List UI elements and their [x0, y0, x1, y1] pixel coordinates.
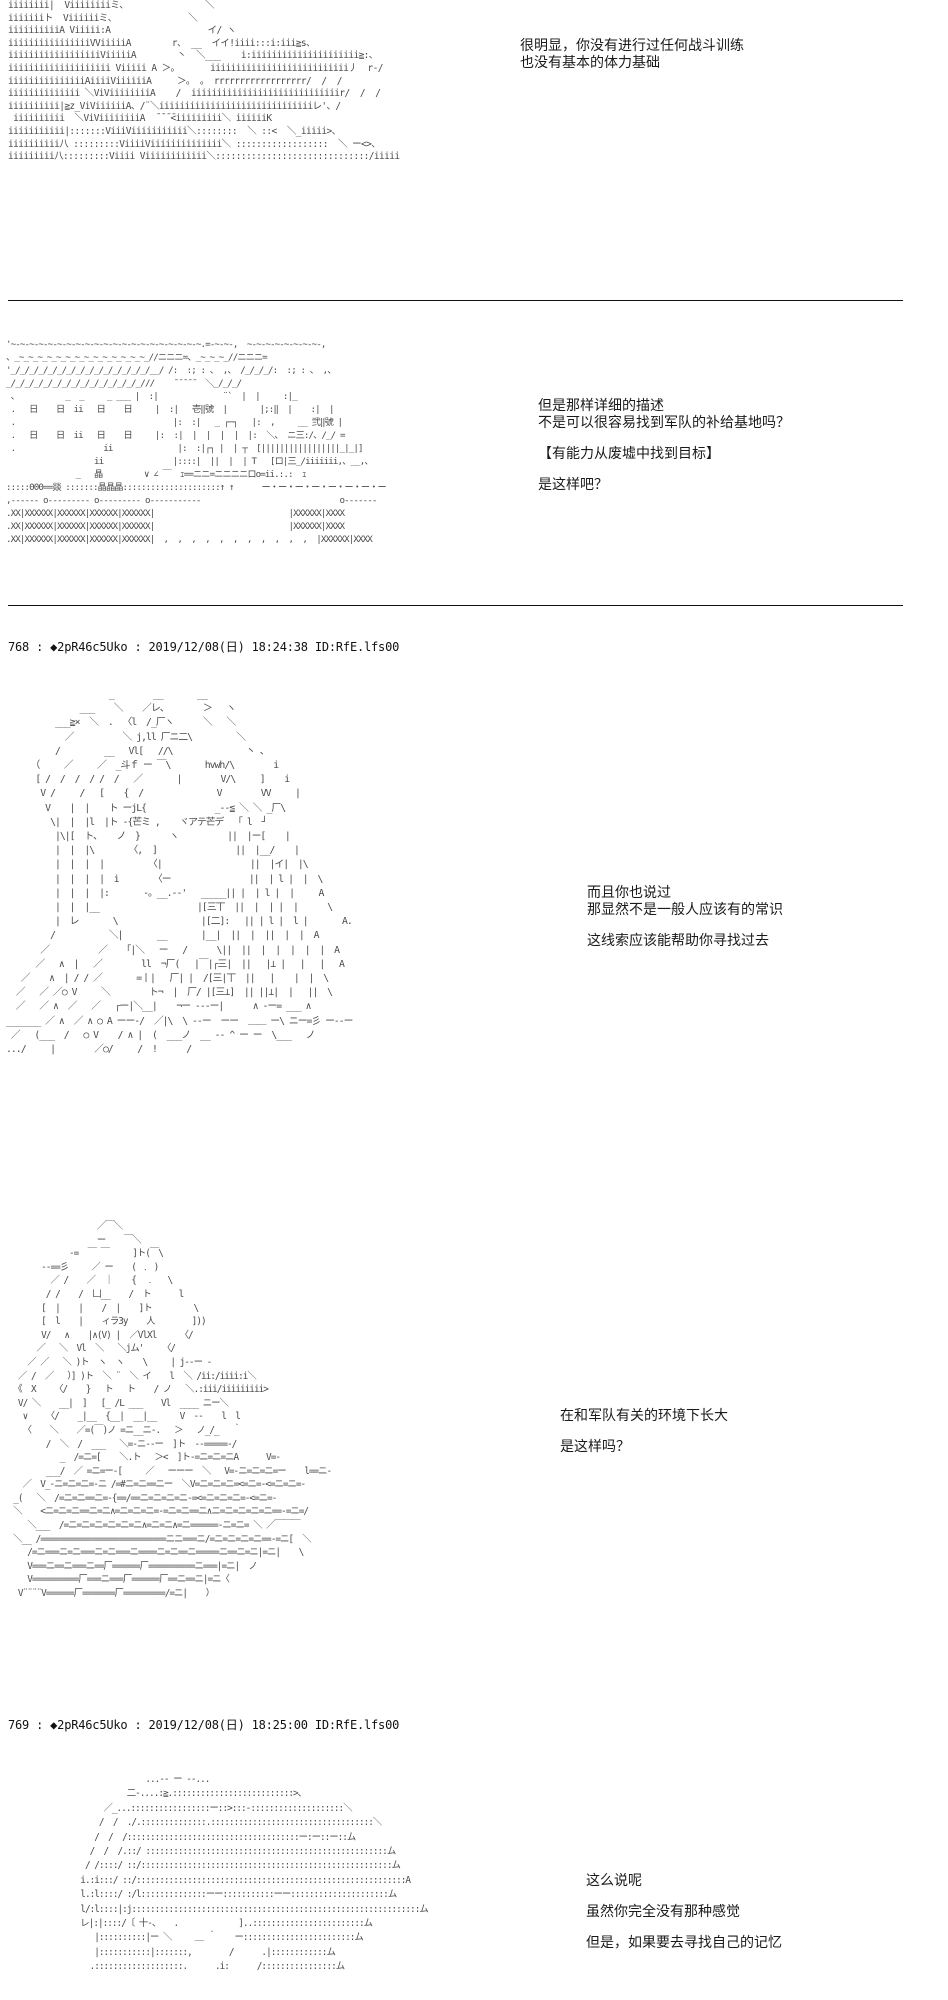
dialog-line: 虽然你完全没有那种感觉 — [586, 1904, 740, 1920]
dialog-line: 那显然不是一般人应该有的常识 — [587, 902, 783, 918]
dialog-post-768-a: 而且你也说过 那显然不是一般人应该有的常识 这线索应该能帮助你寻找过去 — [587, 885, 783, 950]
dialog-line: 也没有基本的体力基础 — [520, 55, 660, 71]
post-header-769: 769 : ◆2pR46c5Uko : 2019/12/08(日) 18:25:… — [8, 1718, 400, 1732]
ascii-art-panel-1: iiiiiiii| Viiiiiiiiミ、 ＼ iiiiiiiト Viiiiii… — [8, 0, 400, 163]
dialog-panel-1: 很明显，你没有进行过任何战斗训练 也没有基本的体力基础 — [520, 38, 744, 72]
dialog-line: 【有能力从废墟中找到目标】 — [538, 446, 720, 462]
dialog-line: 而且你也说过 — [587, 885, 671, 901]
divider — [8, 605, 903, 606]
dialog-line: 是这样吗？ — [560, 1439, 630, 1455]
dialog-line: 这么说呢 — [586, 1873, 642, 1889]
dialog-line: 在和军队有关的环境下长大 — [560, 1408, 728, 1424]
ascii-art-panel-2: '~-~-~-~-~-~-~-~-~-~-~-~-~-~-~-~-~-~-~-~… — [6, 339, 387, 545]
ascii-art-post-768-a: _ __ __ ___ ＼ ／レ、 ＞ ヽ ___≧× ＼ . 〈l /_厂ヽ … — [6, 689, 353, 1056]
dialog-line: 这线索应该能帮助你寻找过去 — [587, 933, 769, 949]
dialog-panel-2: 但是那样详细的描述 不是可以很容易找到军队的补给基地吗？ 【有能力从废墟中找到目… — [538, 398, 790, 494]
dialog-line: 但是那样详细的描述 — [538, 398, 664, 414]
post-header-768: 768 : ◆2pR46c5Uko : 2019/12/08(日) 18:24:… — [8, 640, 400, 654]
dialog-line: 不是可以很容易找到军队的补给基地吗？ — [538, 415, 790, 431]
divider — [8, 300, 903, 301]
dialog-line: 但是，如果要去寻找自己的记忆 — [586, 1935, 782, 1951]
dialog-post-769: 这么说呢 虽然你完全没有那种感觉 但是，如果要去寻找自己的记忆 — [586, 1873, 782, 1952]
ascii-art-post-769: ...-- ー --... 二-....:≧.:::::::::::::::::… — [80, 1774, 428, 1973]
ascii-art-post-768-b: ／￣＼ ー ￣＼ -= ￣ ￣ ]ト(￣\ --==彡 ／ ー ( ﹒ ) ／ … — [13, 1221, 332, 1600]
dialog-line: 很明显，你没有进行过任何战斗训练 — [520, 38, 744, 54]
dialog-post-768-b: 在和军队有关的环境下长大 是这样吗？ — [560, 1408, 728, 1456]
dialog-line: 是这样吧？ — [538, 477, 608, 493]
